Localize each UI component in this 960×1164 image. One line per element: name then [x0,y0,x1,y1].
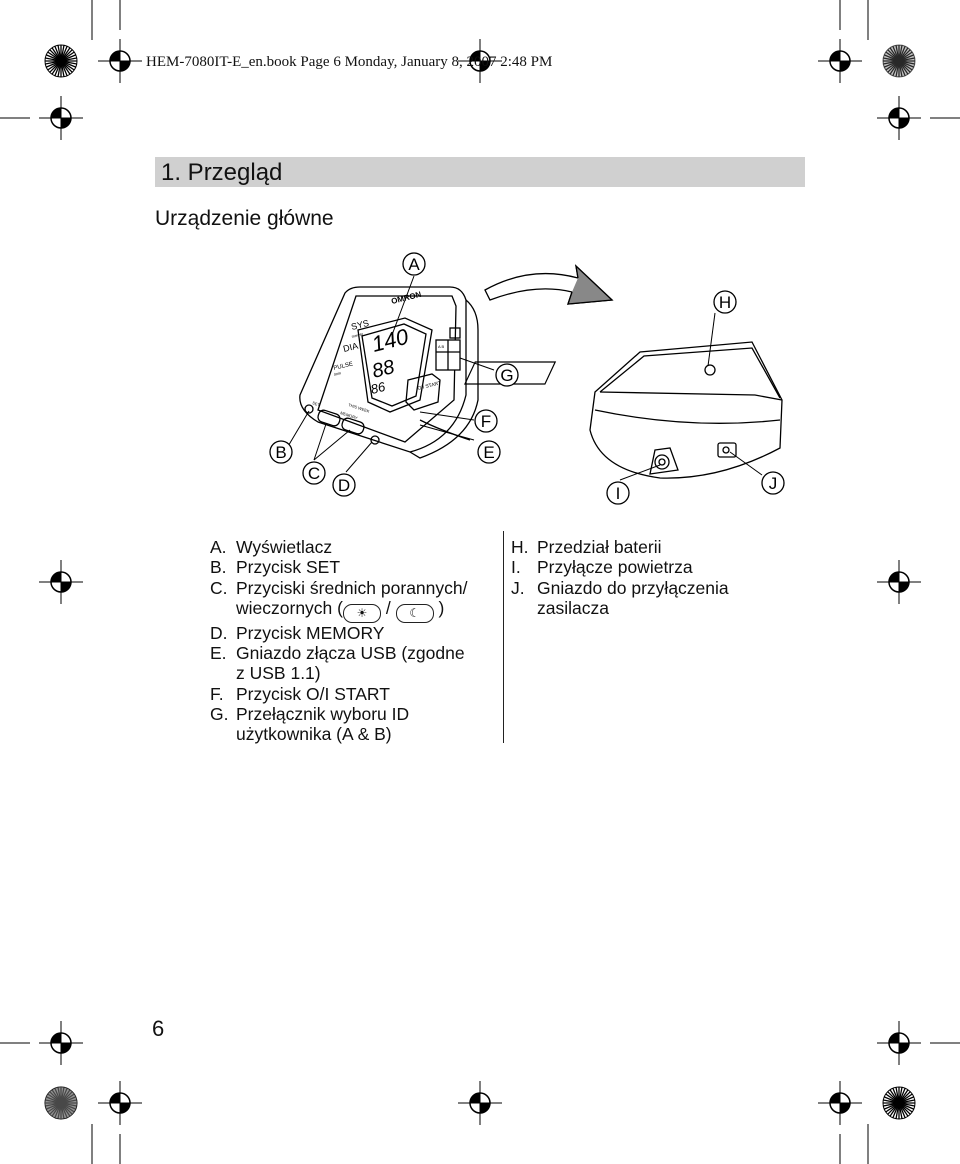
legend-item-h: H.Przedział baterii [511,537,662,557]
device-set-label: SET [312,400,321,407]
callout-h: H [719,293,731,312]
callout-c: C [308,464,320,483]
back-unit [463,341,783,479]
callout-f: F [481,412,491,431]
device-start-label: O/I START [417,380,442,392]
arrow-icon [484,264,614,305]
device-ab-label: A B [438,344,445,349]
legend-item-j: J.Gniazdo do przyłączenia zasilacza [511,577,729,618]
subtitle: Urządzenie główne [155,207,334,230]
legend-item-e: E.Gniazdo złącza USB (zgodne z USB 1.1) [210,643,465,684]
callout-g: G [500,366,513,385]
legend-item-i: I.Przyłącze powietrza [511,557,693,578]
callout-d: D [338,476,350,495]
device-pulse-value: 86 [369,379,387,397]
dark-starburst-mark [45,1087,77,1119]
device-dia-value: 88 [370,356,397,383]
section-title: 1. Przegląd [161,159,283,186]
callout-b: B [275,443,286,462]
legend-right-column: H.Przedział baterii I.Przyłącze powietrz… [511,537,811,618]
device-sys-label: SYS [350,318,370,332]
device-this-week-label: THIS WEEK [348,402,371,414]
callout-i: I [616,484,621,503]
page-number: 6 [152,1016,165,1041]
front-unit [299,286,479,459]
dark-starburst-mark [882,44,916,78]
device-pulse-label: PULSE [333,361,354,372]
section-title-bar: 1. Przegląd [155,157,805,187]
legend-item-g: G.Przełącznik wyboru ID użytkownika (A &… [210,704,410,745]
legend-item-a: A.Wyświetlacz [210,537,333,557]
callout-a: A [408,255,420,274]
sun-icon: ☀ [342,603,381,623]
device-dia-label: DIA [342,341,359,354]
device-mmhg-label: mmHg [351,331,364,339]
callout-j: J [769,474,778,493]
moon-icon: ☾ [395,603,434,623]
print-header-line: HEM-7080IT-E_en.book Page 6 Monday, Janu… [146,54,553,70]
legend-item-b: B.Przycisk SET [210,557,341,578]
legend-item-d: D.Przycisk MEMORY [210,622,385,643]
legend-item-c: C.Przyciski średnich porannych/ wieczorn… [210,578,500,623]
column-divider [503,531,504,743]
legend-left-column: A.Wyświetlacz B.Przycisk SET C.Przyciski… [210,537,500,745]
legend-item-f: F.Przycisk O/I START [210,683,390,704]
callout-e: E [483,443,494,462]
device-per-min-label: /min [333,370,342,377]
device-memory-label: MEMORY [340,410,359,420]
